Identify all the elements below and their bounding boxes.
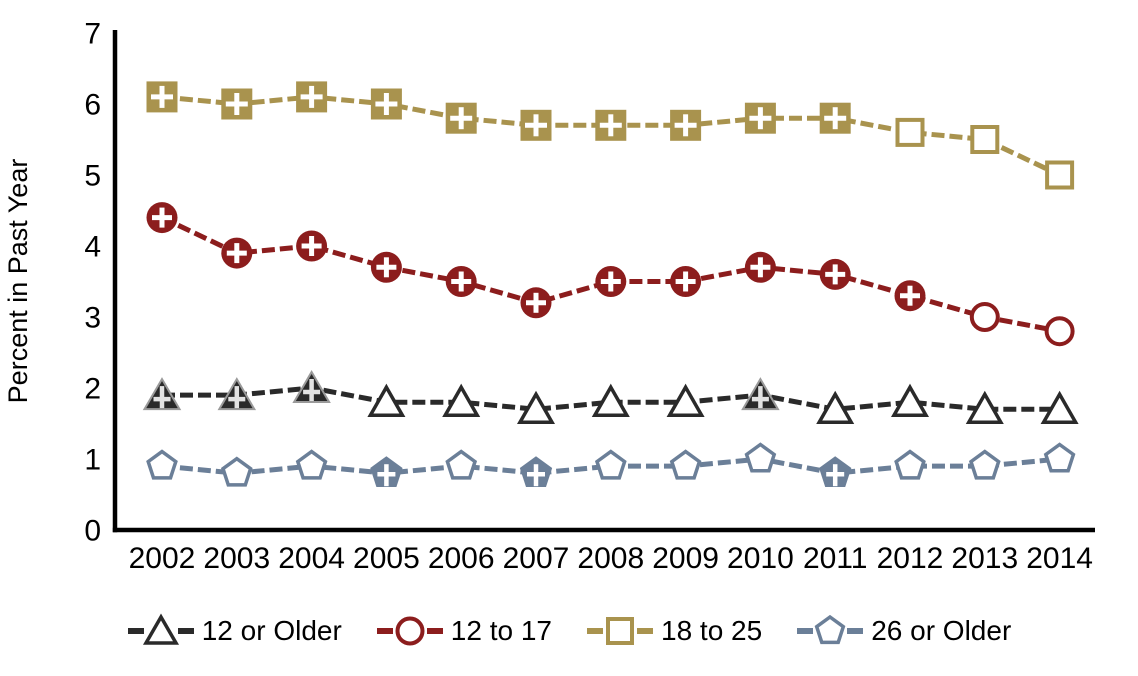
y-tick-label: 3	[84, 302, 101, 335]
circle-icon	[395, 616, 425, 646]
legend-label: 26 or Older	[871, 615, 1012, 646]
pentagon-icon	[814, 614, 846, 645]
y-tick-label: 1	[84, 444, 101, 477]
pentagon-marker	[744, 442, 777, 473]
triangle-marker	[442, 383, 481, 417]
x-tick-label: 2008	[577, 542, 644, 575]
series-12-to-17	[146, 202, 1075, 347]
legend-item-18-to-25: 18 to 25	[586, 612, 762, 650]
x-tick-label: 2006	[428, 542, 495, 575]
y-tick-label: 7	[84, 18, 101, 51]
y-tick-label: 2	[84, 373, 101, 406]
x-tick-label: 2003	[203, 542, 270, 575]
y-tick-label: 4	[84, 231, 101, 264]
circle-marker	[969, 302, 1000, 332]
y-axis-title: Percent in Past Year	[3, 159, 33, 404]
pentagon-marker	[445, 449, 478, 480]
pentagon-marker	[1043, 442, 1076, 473]
x-tick-label: 2005	[353, 542, 420, 575]
x-tick-label: 2007	[503, 542, 570, 575]
y-tick-label: 5	[84, 160, 101, 193]
legend-label: 12 to 17	[450, 615, 552, 646]
x-tick-label: 2002	[129, 542, 196, 575]
pentagon-marker	[968, 449, 1001, 480]
square-marker	[895, 117, 925, 147]
x-tick-label: 2012	[877, 542, 944, 575]
legend-marker-circle	[376, 616, 443, 646]
triangle-marker	[890, 383, 930, 417]
square-marker	[1045, 160, 1075, 190]
x-tick-label: 2009	[652, 542, 719, 575]
triangle-marker	[591, 383, 630, 417]
pentagon-marker	[594, 449, 627, 480]
pentagon-marker	[894, 449, 926, 480]
x-tick-label: 2013	[951, 542, 1018, 575]
pentagon-marker	[295, 449, 328, 480]
legend-item-12-to-17: 12 to 17	[376, 612, 552, 650]
pentagon-marker	[669, 449, 702, 480]
x-tick-label: 2010	[727, 542, 794, 575]
triangle-marker	[367, 383, 406, 417]
square-icon	[606, 617, 634, 645]
y-tick-label: 0	[84, 515, 101, 548]
legend-label: 18 to 25	[661, 615, 763, 646]
legend-label: 12 or Older	[201, 615, 342, 646]
x-tick-label: 2014	[1026, 542, 1093, 575]
series-26-or-older	[146, 442, 1076, 487]
pentagon-marker	[220, 456, 253, 487]
triangle-marker	[516, 390, 556, 425]
legend-marker-pentagon	[797, 614, 864, 645]
x-tick-label: 2004	[278, 542, 345, 575]
square-marker	[970, 125, 1000, 154]
legend: 12 or Older 12 to 17 18 to 25 26 or Older	[0, 612, 1138, 650]
series-12-or-older	[142, 370, 1079, 425]
pentagon-marker	[146, 449, 178, 480]
triangle-marker	[666, 383, 705, 417]
legend-item-26-or-older: 26 or Older	[796, 612, 1011, 650]
legend-marker-triangle	[127, 613, 194, 645]
series-18-to-25	[146, 81, 1075, 190]
x-tick-label: 2011	[803, 542, 868, 575]
y-tick-label: 6	[84, 89, 101, 122]
triangle-icon	[142, 613, 179, 645]
legend-item-12-or-older: 12 or Older	[127, 612, 342, 650]
triangle-marker	[816, 390, 855, 425]
legend-marker-square	[587, 617, 653, 645]
triangle-marker	[1040, 390, 1079, 425]
circle-marker	[1044, 316, 1075, 347]
triangle-marker	[965, 390, 1004, 425]
